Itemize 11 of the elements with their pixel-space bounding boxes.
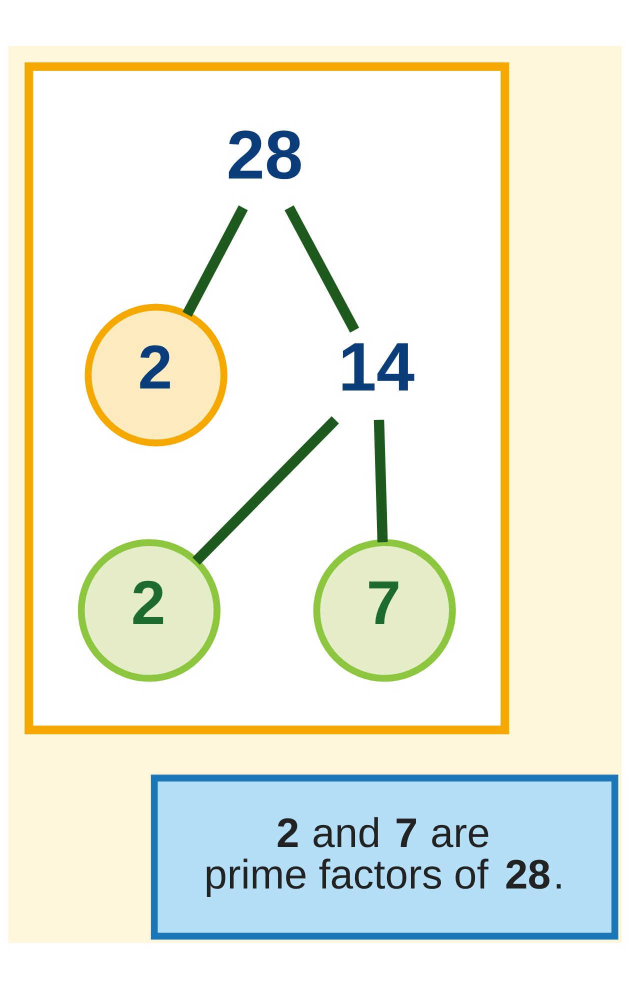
node-circle: 2 <box>84 304 228 446</box>
connector <box>284 205 360 333</box>
connector <box>182 205 248 317</box>
node-circle: 2 <box>78 539 220 682</box>
node-text: 14 <box>338 328 415 406</box>
connector <box>374 420 388 542</box>
connector <box>192 416 339 565</box>
node-box: 2 and 7 are prime factors of 28. <box>150 774 618 940</box>
node-circle: 7 <box>313 539 456 682</box>
cluster <box>24 62 510 734</box>
node-text: 28 <box>226 116 303 194</box>
